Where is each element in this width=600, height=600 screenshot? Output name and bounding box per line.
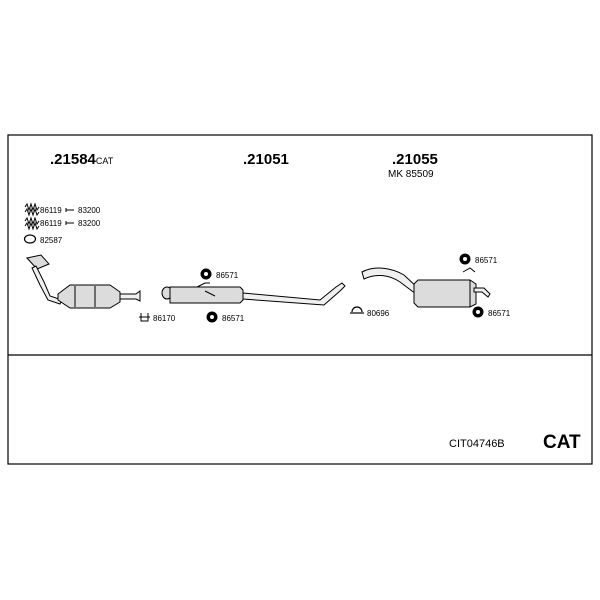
mounting-kit-label: MK 85509 xyxy=(388,169,434,180)
bolt-icon xyxy=(65,208,74,212)
diagram-code: CIT04746B xyxy=(449,438,505,450)
middle-silencer xyxy=(161,282,346,306)
clamp-icon xyxy=(139,313,150,322)
rubber-hanger-icon xyxy=(459,253,471,265)
rubber-hanger-icon xyxy=(472,306,484,318)
fitting-hanger-front-bottom: 86571 xyxy=(222,314,245,323)
catalytic-converter xyxy=(26,254,141,309)
bolt-icon xyxy=(65,221,74,225)
fitting-bolt-2: 83200 xyxy=(78,219,101,228)
spring-icon xyxy=(24,202,40,217)
fitting-hanger-rear-top: 86571 xyxy=(475,256,498,265)
fitting-bolt-1: 83200 xyxy=(78,206,101,215)
rear-silencer xyxy=(361,267,491,308)
part-number-catalyst: .21584CAT xyxy=(50,151,114,168)
fitting-ring: 80696 xyxy=(367,309,390,318)
rubber-hanger-icon xyxy=(200,268,212,280)
ring-clamp-icon xyxy=(350,306,364,314)
spring-icon xyxy=(24,216,40,231)
part-number-middle-silencer: .21051 xyxy=(243,151,289,168)
fitting-hanger-rear-bottom: 86571 xyxy=(488,309,511,318)
gasket-ring-icon xyxy=(23,234,37,244)
fitting-clamp: 86170 xyxy=(153,314,176,323)
fitting-spring-1: 86119 xyxy=(40,206,62,215)
fitting-hanger-front-top: 86571 xyxy=(216,271,239,280)
cat-badge: CAT xyxy=(543,432,581,453)
fitting-gasket: 82587 xyxy=(40,236,63,245)
rubber-hanger-icon xyxy=(206,311,218,323)
part-number-rear-silencer: .21055 xyxy=(392,151,438,168)
diagram-border xyxy=(7,134,593,465)
fitting-spring-2: 86119 xyxy=(40,219,62,228)
